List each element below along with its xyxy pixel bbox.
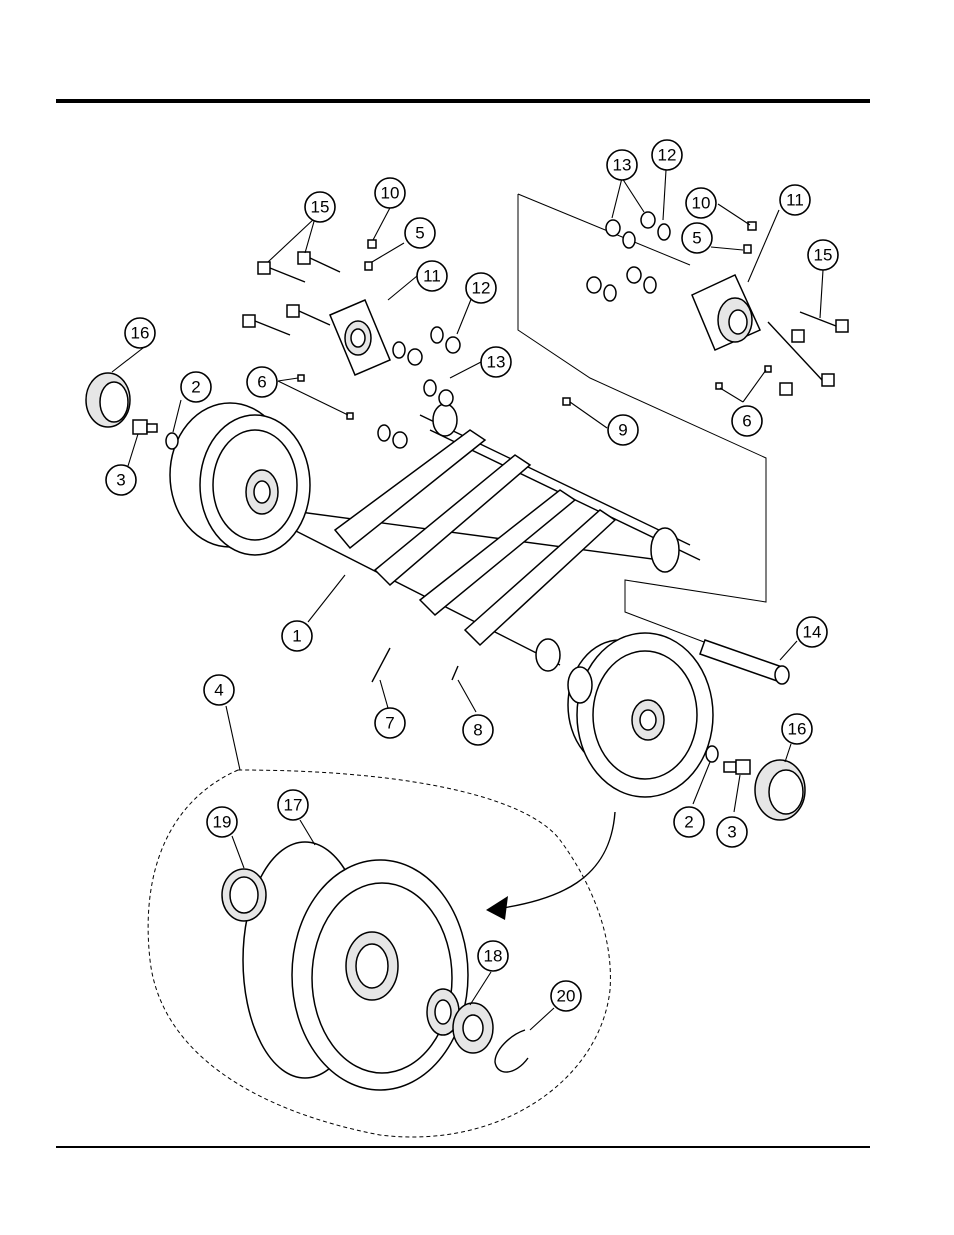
end-cap-left (86, 373, 130, 427)
callout-label: 1 (292, 627, 301, 646)
callout-label: 3 (727, 823, 736, 842)
callout-label: 17 (284, 796, 303, 815)
callout-10-left: 10 (375, 178, 405, 208)
callout-4: 4 (204, 675, 234, 705)
end-cap-right (755, 760, 805, 820)
callout-label: 12 (658, 146, 677, 165)
callout-label: 20 (557, 987, 576, 1006)
callout-2-right: 2 (674, 807, 704, 837)
callout-6-left: 6 (247, 367, 277, 397)
callout-13-left: 13 (481, 347, 511, 377)
callout-1: 1 (282, 621, 312, 651)
callout-15-right: 15 (808, 240, 838, 270)
callout-12-right: 12 (652, 140, 682, 170)
callout-label: 16 (131, 324, 150, 343)
callout-label: 3 (116, 471, 125, 490)
callout-7: 7 (375, 708, 405, 738)
callout-label: 5 (415, 224, 424, 243)
callout-16-right: 16 (782, 714, 812, 744)
callout-11-left: 11 (417, 261, 447, 291)
bolt-washer-left (133, 420, 178, 449)
callout-16-left: 16 (125, 318, 155, 348)
callout-label: 8 (473, 721, 482, 740)
callout-label: 6 (742, 412, 751, 431)
callout-label: 11 (423, 267, 441, 286)
callout-label: 15 (311, 198, 330, 217)
callout-label: 16 (788, 720, 807, 739)
callout-3-left: 3 (106, 465, 136, 495)
callout-label: 15 (814, 246, 833, 265)
callout-label: 2 (191, 378, 200, 397)
axle-assembly (285, 404, 700, 671)
callout-12-left: 12 (466, 273, 496, 303)
callout-label: 12 (472, 279, 491, 298)
callout-label: 5 (692, 229, 701, 248)
callout-2-left: 2 (181, 372, 211, 402)
left-bearing-flange (243, 240, 570, 448)
callout-label: 2 (684, 813, 693, 832)
callout-13-right: 13 (607, 150, 637, 180)
callout-15-left: 15 (305, 192, 335, 222)
callout-label: 13 (613, 156, 632, 175)
callout-17: 17 (278, 790, 308, 820)
callout-20: 20 (551, 981, 581, 1011)
callout-8: 8 (463, 715, 493, 745)
bolt-washer-right (706, 746, 750, 774)
callout-label: 14 (803, 623, 822, 642)
callout-label: 7 (385, 714, 394, 733)
callout-3-right: 3 (717, 817, 747, 847)
callout-label: 6 (257, 373, 266, 392)
callout-11-right: 11 (780, 185, 810, 215)
callout-label: 10 (381, 184, 400, 203)
callout-label: 19 (213, 813, 232, 832)
callout-label: 9 (618, 421, 627, 440)
callout-10-right: 10 (686, 188, 716, 218)
callout-5-left: 5 (405, 218, 435, 248)
right-bearing-flange (587, 212, 848, 395)
callout-label: 18 (484, 947, 503, 966)
callout-5-right: 5 (682, 223, 712, 253)
callout-9: 9 (608, 415, 638, 445)
callout-label: 4 (214, 681, 223, 700)
callout-18: 18 (478, 941, 508, 971)
callout-6-right: 6 (732, 406, 762, 436)
left-wheel (170, 403, 310, 555)
callout-label: 11 (786, 191, 804, 210)
callout-19: 19 (207, 807, 237, 837)
callout-14: 14 (797, 617, 827, 647)
right-wheel (568, 633, 713, 797)
callout-label: 13 (487, 353, 506, 372)
callout-label: 10 (692, 194, 711, 213)
